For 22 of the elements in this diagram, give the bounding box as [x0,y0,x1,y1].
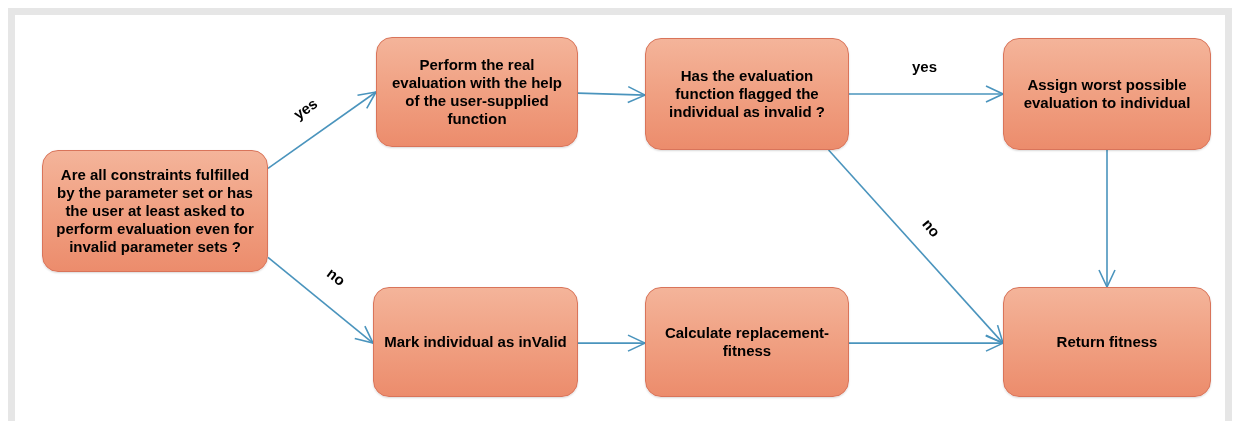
arrow [848,85,1004,103]
arrow [827,149,1004,344]
process-box [373,287,578,397]
box-text: Perform the real evaluation with the help of the user-supplied function [391,56,563,128]
box-text: Return fitness [1056,333,1158,351]
box-text: Calculate replacement-fitness [663,324,831,360]
process-box [645,38,849,150]
arrow [1098,149,1116,288]
process-box [645,287,849,397]
box-text: Has the evaluation function flagged the individual as invalid ? [668,67,826,121]
arrow [267,256,374,344]
process-box [1003,38,1211,150]
process-box [42,150,268,272]
box-text: Mark individual as inValid [384,333,567,351]
arrow [577,85,646,104]
process-box [376,37,578,147]
arrow [848,334,1004,352]
arrow [267,91,377,170]
arrow [577,334,646,352]
box-text: Are all constraints fulfilled by the parameter set or has the user at least asked to perform evaluation even for invalid parameter sets ? [55,166,255,256]
box-text: Assign worst possible evaluation to individual [1022,76,1192,112]
process-box [1003,287,1211,397]
